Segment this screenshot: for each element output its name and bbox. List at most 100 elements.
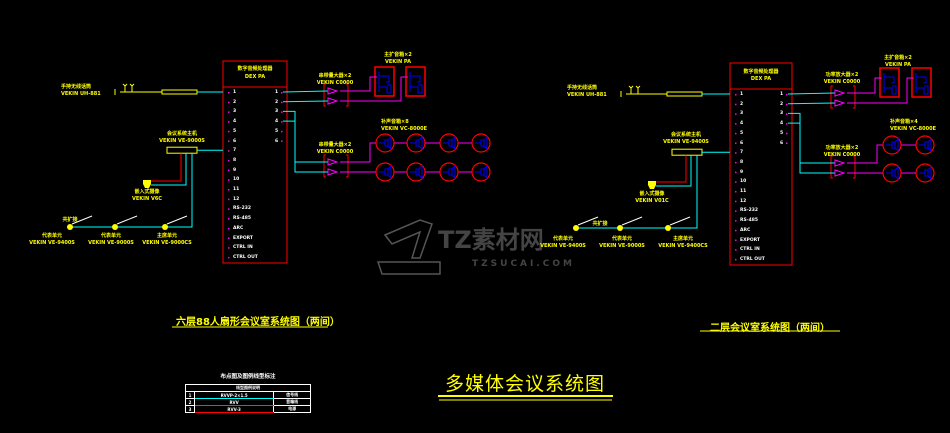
right-input-pin-dot — [735, 152, 737, 154]
right-amplifier-icon — [834, 99, 846, 107]
right-camera-signal — [656, 155, 692, 187]
right-camera-icon — [648, 181, 656, 189]
left-processor-output-5: 6 — [275, 138, 279, 144]
left-processor-input-15: EXPORT — [233, 235, 253, 241]
right-processor-output-1: 2 — [780, 101, 784, 107]
left-wireless-mic-model: VEKIN UH-881 — [61, 91, 101, 97]
left-processor-input-12: RS-232 — [233, 206, 251, 212]
right-output-to-amp — [788, 122, 835, 174]
left-main-speaker-frame — [405, 66, 426, 97]
right-processor-input-6: 7 — [740, 150, 744, 156]
right-processor-input-9: 10 — [740, 179, 747, 185]
right-output-pin-dot — [786, 103, 788, 106]
right-input-pin-dot — [735, 113, 737, 115]
right-processor-input-13: RS-485 — [740, 218, 758, 224]
left-wireless-mic-name: 手持无线话筒 — [61, 84, 92, 90]
left-camera-model: VEKIN V6C — [132, 196, 162, 202]
right-wireless-mic-name: 手持无线话筒 — [567, 85, 598, 91]
right-amp-bracket — [830, 155, 856, 179]
right-processor-input-16: CTRL IN — [740, 247, 760, 253]
left-processor-output-1: 2 — [275, 99, 279, 105]
left-mic3-model: VEKIN VE-9000CS — [142, 240, 192, 246]
left-amp-to-speaker — [340, 76, 377, 92]
left-input-pin-dot — [228, 92, 230, 94]
left-amp-to-speaker — [340, 76, 408, 102]
left-fill-speaker-icon — [443, 164, 456, 180]
right-mic-unit-icon — [617, 225, 623, 231]
left-fill-speaker-icon — [475, 135, 488, 151]
right-input-pin-dot — [735, 142, 737, 144]
left-output-to-amp — [282, 90, 329, 93]
left-processor-input-8: 9 — [233, 167, 237, 173]
right-output-pin-dot — [786, 94, 788, 96]
left-main-speaker-icon — [409, 72, 423, 94]
main-title-underline — [438, 395, 613, 397]
left-mic-gooseneck — [116, 215, 138, 225]
left-input-pin-dot — [228, 237, 230, 239]
right-input-pin-dot — [735, 123, 737, 125]
right-amp-to-speaker — [847, 77, 914, 104]
left-splitter-label: 共扩接 — [62, 217, 78, 223]
right-processor-input-14: ARC — [740, 227, 751, 233]
right-processor-input-8: 9 — [740, 169, 744, 175]
left-diagram-title: 六层88人扇形会议室系统图（两间） — [176, 317, 340, 328]
right-mic1-model: VEKIN VE-9400S — [540, 243, 586, 249]
right-processor-output-4: 5 — [780, 130, 784, 136]
left-camera-icon — [143, 180, 151, 188]
left-camera-signal — [151, 153, 187, 186]
right-input-pin-dot — [735, 258, 737, 261]
left-processor-input-10: 11 — [233, 187, 240, 192]
left-processor-input-9: 10 — [233, 177, 240, 183]
right-input-pin-dot — [735, 210, 737, 212]
left-amplifier-icon — [327, 87, 339, 95]
left-output-to-amp — [283, 120, 328, 173]
right-output-pin-dot — [786, 113, 788, 115]
left-output-pin-dot — [281, 130, 283, 133]
right-wireless-mic-model: VEKIN UH-881 — [567, 92, 607, 98]
right-processor-input-12: RS-232 — [740, 208, 758, 214]
right-input-pin-dot — [735, 94, 737, 96]
legend-header: 线型图例说明 — [185, 384, 311, 392]
right-main-speaker-icon — [883, 73, 897, 95]
main-title: 多媒体会议系统图 — [445, 373, 606, 395]
left-host-model: VEKIN VE-9000S — [159, 138, 205, 144]
left-input-pin-dot — [228, 198, 230, 201]
right-mic-gooseneck — [621, 216, 643, 226]
left-processor-output-3: 4 — [275, 119, 279, 125]
left-amplifier-icon — [327, 97, 339, 105]
right-input-pin-dot — [735, 220, 737, 222]
left-input-pin-dot — [228, 101, 230, 104]
left-output-pin-dot — [281, 92, 283, 94]
left-processor-input-5: 6 — [233, 138, 237, 144]
left-antenna-icon — [114, 83, 135, 95]
right-output-pin-dot — [786, 132, 788, 135]
left-fill-speakers-model: VEKIN VC-8000E — [381, 126, 428, 132]
left-output-pin-dot — [281, 101, 283, 104]
right-amp1-model: VEKIN C0000 — [823, 79, 861, 85]
right-diagram-title: 二层会议室系统图（两间） — [710, 323, 830, 334]
left-processor-model: DEX PA — [244, 74, 266, 80]
right-main-speakers-name: 主扩音箱×2 — [884, 55, 912, 61]
left-input-pin-dot — [228, 256, 230, 259]
right-camera-name: 嵌入式摄像 — [639, 191, 665, 197]
right-camera-power — [656, 155, 687, 183]
left-input-pin-dot — [228, 150, 230, 152]
left-mic3-name: 主席单元 — [156, 233, 178, 239]
right-mic1-name: 代表单元 — [552, 236, 574, 242]
left-mic-gooseneck — [166, 215, 188, 225]
left-amplifier-icon — [327, 158, 339, 166]
left-input-pin-dot — [228, 130, 230, 133]
left-output-pin-dot — [281, 121, 283, 123]
left-fill-speaker-icon — [475, 164, 488, 180]
right-processor-output-5: 6 — [780, 140, 784, 146]
right-fill-speaker-icon — [919, 137, 932, 153]
left-processor-input-3: 4 — [233, 119, 237, 125]
right-input-pin-dot — [735, 181, 737, 183]
right-input-pin-dot — [735, 171, 737, 174]
right-fill-speaker-icon — [886, 137, 899, 153]
right-mic-gooseneck — [669, 216, 691, 226]
left-processor-box — [222, 60, 288, 264]
